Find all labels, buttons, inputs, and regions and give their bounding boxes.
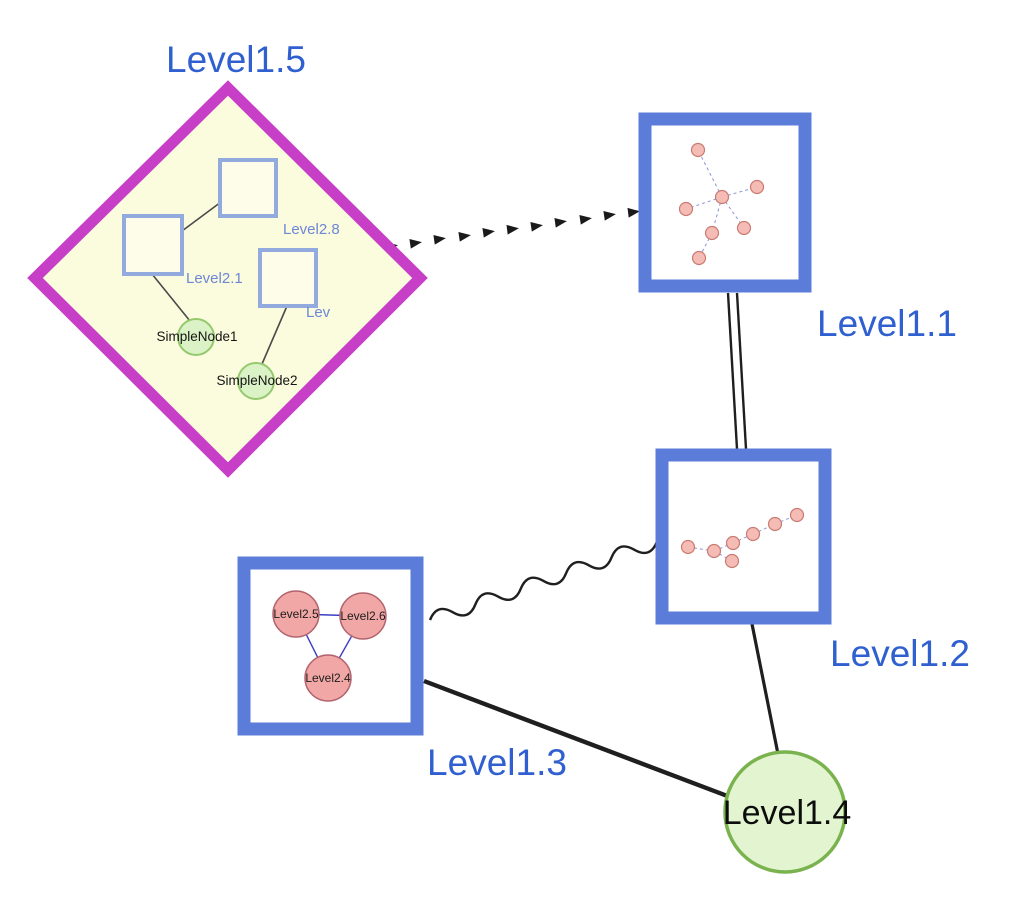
mini-node[interactable] [680, 539, 696, 555]
edge-level21-simplenode1[interactable] [151, 273, 191, 322]
mini-graph-level1-2 [680, 507, 805, 569]
node-level2-4[interactable] [304, 654, 352, 702]
label-level1-2: Level1.2 [830, 633, 970, 674]
group-frame[interactable] [655, 448, 832, 625]
mini-node[interactable] [789, 507, 805, 523]
node-level1-3[interactable]: Level2.5 Level2.6 Level2.4 [237, 556, 424, 736]
mini-node[interactable] [714, 189, 730, 205]
mini-edge[interactable] [698, 232, 713, 259]
diamond-shape[interactable] [27, 80, 428, 478]
node-level2-8[interactable] [218, 158, 278, 218]
node-simplenode1[interactable] [177, 318, 215, 356]
label-level2-8: Level2.8 [283, 221, 340, 238]
label-level2-4: Level2.4 [305, 671, 351, 685]
mini-edge[interactable] [687, 546, 715, 552]
label-level1-4: Level1.4 [723, 794, 852, 832]
mini-edge[interactable] [697, 149, 723, 198]
mini-node[interactable] [691, 250, 707, 266]
mini-node[interactable] [706, 543, 722, 559]
node-level2-trunc[interactable] [258, 248, 318, 308]
node-level2-5[interactable] [272, 590, 320, 638]
edge-lev-simplenode2[interactable] [261, 305, 288, 365]
edge-level11-level12[interactable] [726, 292, 748, 450]
label-level2-5: Level2.5 [273, 607, 319, 621]
node-level1-1[interactable] [638, 112, 812, 293]
mini-node[interactable] [736, 220, 752, 236]
node-level2-6[interactable] [339, 592, 387, 640]
node-simplenode2[interactable] [237, 362, 275, 400]
node-level1-5[interactable]: Level2.8 Level2.1 Lev SimpleNode1 Simple… [27, 80, 428, 478]
mini-node[interactable] [690, 142, 706, 158]
node-level1-4[interactable] [723, 750, 847, 874]
mini-node[interactable] [704, 225, 720, 241]
edge-level13-level14[interactable] [423, 678, 731, 800]
mini-node[interactable] [678, 201, 694, 217]
node-level2-1[interactable] [122, 214, 184, 276]
mini-node[interactable] [749, 179, 765, 195]
node-level1-2[interactable] [655, 448, 832, 625]
mini-node[interactable] [745, 526, 761, 542]
edge-level12-level14[interactable] [750, 623, 780, 755]
edge-level15-level11[interactable] [385, 207, 640, 252]
mini-node[interactable] [767, 516, 783, 532]
edge-level13-level12[interactable] [428, 535, 659, 626]
edge-level21-level28[interactable] [181, 201, 222, 232]
label-level1-3: Level1.3 [427, 742, 567, 783]
label-level2-6: Level2.6 [340, 609, 386, 623]
mini-graph-level1-1 [678, 142, 765, 266]
group-frame[interactable] [237, 556, 424, 736]
label-simplenode2: SimpleNode2 [216, 373, 297, 388]
label-level2-trunc: Lev [306, 304, 331, 321]
label-level1-1: Level1.1 [817, 303, 957, 344]
label-level2-1: Level2.1 [186, 270, 243, 287]
label-level1-5: Level1.5 [166, 39, 306, 80]
mini-node[interactable] [725, 535, 741, 551]
label-simplenode1: SimpleNode1 [156, 329, 237, 344]
mini-node[interactable] [724, 553, 740, 569]
